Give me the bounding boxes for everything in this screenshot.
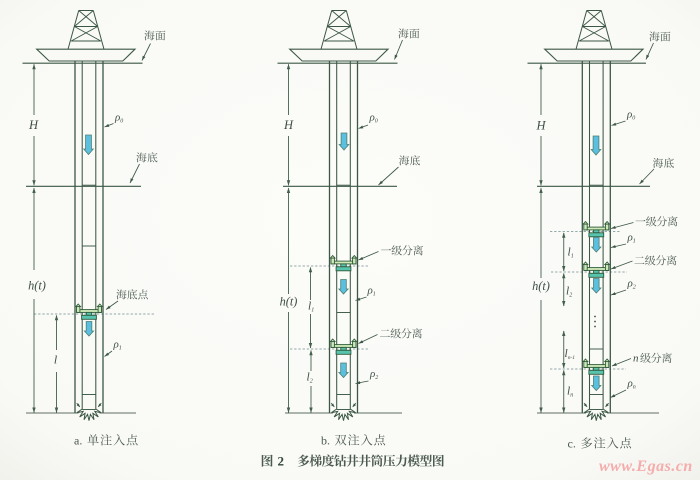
svg-text:ρ0: ρ0 <box>369 112 378 125</box>
svg-text:l2: l2 <box>566 286 572 299</box>
svg-text:h(t): h(t) <box>28 279 46 293</box>
svg-text:H: H <box>28 118 39 132</box>
svg-text:l2: l2 <box>307 372 313 385</box>
svg-text:h(t): h(t) <box>280 295 298 309</box>
svg-text:b.: b. <box>321 434 330 448</box>
svg-text:ρ1: ρ1 <box>627 232 636 245</box>
svg-text:ln-1: ln-1 <box>565 348 576 361</box>
svg-text:ln: ln <box>567 386 573 399</box>
svg-text:ρ1: ρ1 <box>113 339 122 352</box>
svg-text:l1: l1 <box>568 247 574 260</box>
svg-text:H: H <box>283 118 294 132</box>
svg-text:ρ0: ρ0 <box>114 112 123 125</box>
svg-text:www.Egas.cn: www.Egas.cn <box>599 458 693 475</box>
svg-text:a.: a. <box>74 434 82 448</box>
svg-text:n: n <box>633 353 639 365</box>
svg-text:ρ2: ρ2 <box>627 278 636 291</box>
svg-text:l: l <box>54 353 58 367</box>
svg-text:2: 2 <box>278 454 285 469</box>
svg-text:l1: l1 <box>308 301 314 314</box>
svg-text:c.: c. <box>568 437 576 451</box>
svg-text:H: H <box>535 119 546 133</box>
svg-text:ρ0: ρ0 <box>626 109 635 122</box>
svg-text:ρ2: ρ2 <box>369 368 378 381</box>
svg-text:ρ1: ρ1 <box>367 285 376 298</box>
svg-text:ρn: ρn <box>627 378 636 391</box>
svg-text:h(t): h(t) <box>532 279 550 293</box>
